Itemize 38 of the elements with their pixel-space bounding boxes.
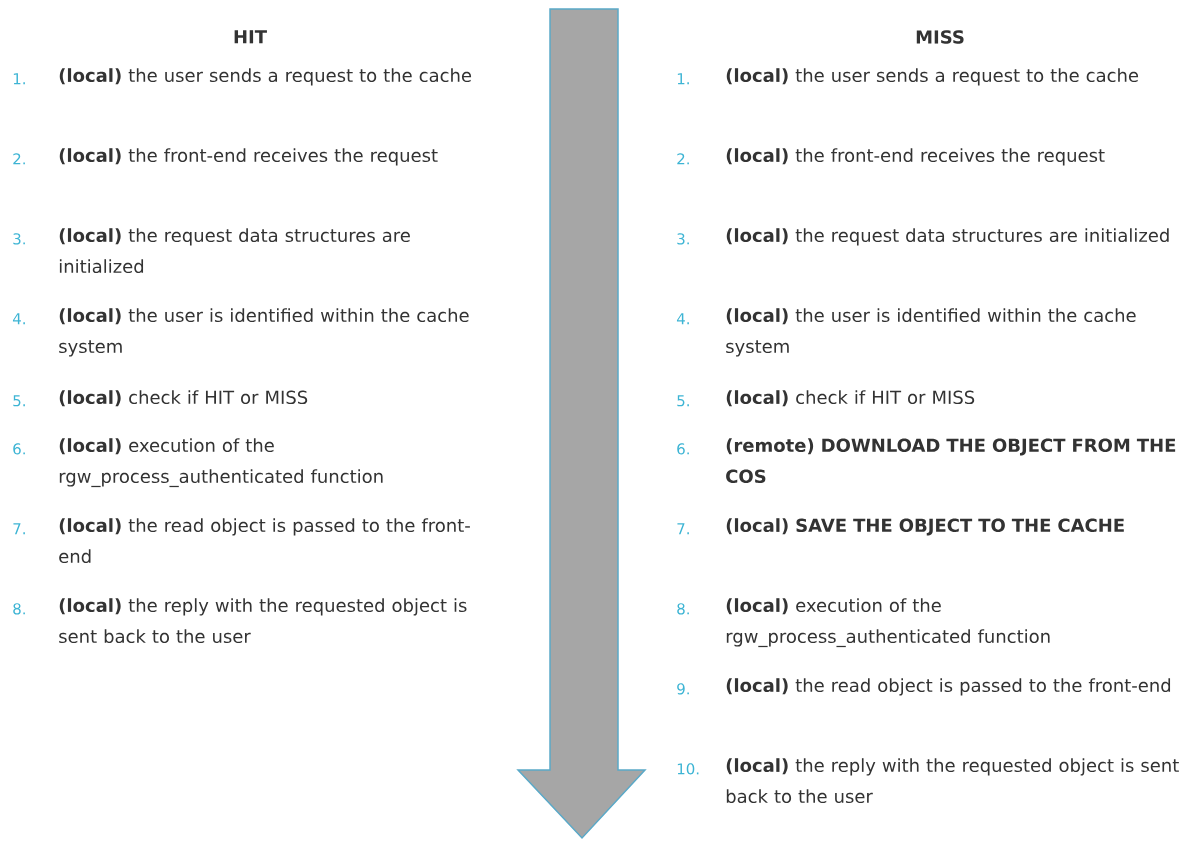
step-number: 2.: [677, 153, 689, 165]
step-number: 4.: [676, 313, 689, 325]
step-number: 4.: [12, 313, 25, 325]
step-number: 8.: [677, 603, 689, 615]
step-text: (local) the front-end receives the request: [59, 148, 438, 166]
step-number: 5.: [13, 395, 25, 407]
step-number: 3.: [13, 233, 25, 245]
step-text: (local) the reply with the requested object is sent back to the user: [726, 758, 1179, 804]
step-number: 6.: [13, 443, 25, 455]
step-text: (local) check if HIT or MISS: [59, 390, 308, 407]
step-text: (local) the user sends a request to the cache: [726, 68, 1139, 86]
step-number: 1.: [13, 73, 25, 85]
step-number: 10.: [677, 763, 699, 775]
step-text: (local) the user is identified within the cache system: [726, 308, 1136, 357]
step-text: (local) the request data structures are initialized: [59, 228, 410, 274]
step-number: 5.: [677, 395, 689, 407]
column-heading: MISS: [916, 30, 964, 44]
step-number: 1.: [677, 73, 689, 85]
step-number: 2.: [13, 153, 25, 165]
step-text: (local) execution of the rgw_process_authenticated function: [726, 598, 1050, 648]
column-heading: HIT: [234, 30, 267, 44]
step-text: (local) check if HIT or MISS: [726, 390, 975, 407]
step-number: 7.: [677, 523, 689, 535]
step-number: 3.: [677, 233, 689, 245]
step-number: 9.: [677, 683, 689, 695]
step-text: (local) the read object is passed to the front-end: [59, 518, 470, 564]
step-text: (local) the user is identified within the cache system: [59, 308, 469, 357]
step-text: (local) execution of the rgw_process_authenticated function: [59, 438, 383, 488]
step-number: 7.: [13, 523, 25, 535]
step-text: (remote) DOWNLOAD THE OBJECT FROM THE COS: [726, 438, 1176, 484]
step-number: 6.: [677, 443, 689, 455]
step-number: 8.: [13, 603, 25, 615]
step-text: (local) the request data structures are initialized: [726, 228, 1169, 246]
step-text: (local) the reply with the requested object is sent back to the user: [59, 598, 467, 644]
step-text: (local) the user sends a request to the cache: [59, 68, 472, 86]
step-text: (local) the read object is passed to the front-end: [726, 678, 1171, 696]
step-text: (local) the front-end receives the request: [726, 148, 1105, 166]
step-text: (local) SAVE THE OBJECT TO THE CACHE: [726, 518, 1124, 536]
